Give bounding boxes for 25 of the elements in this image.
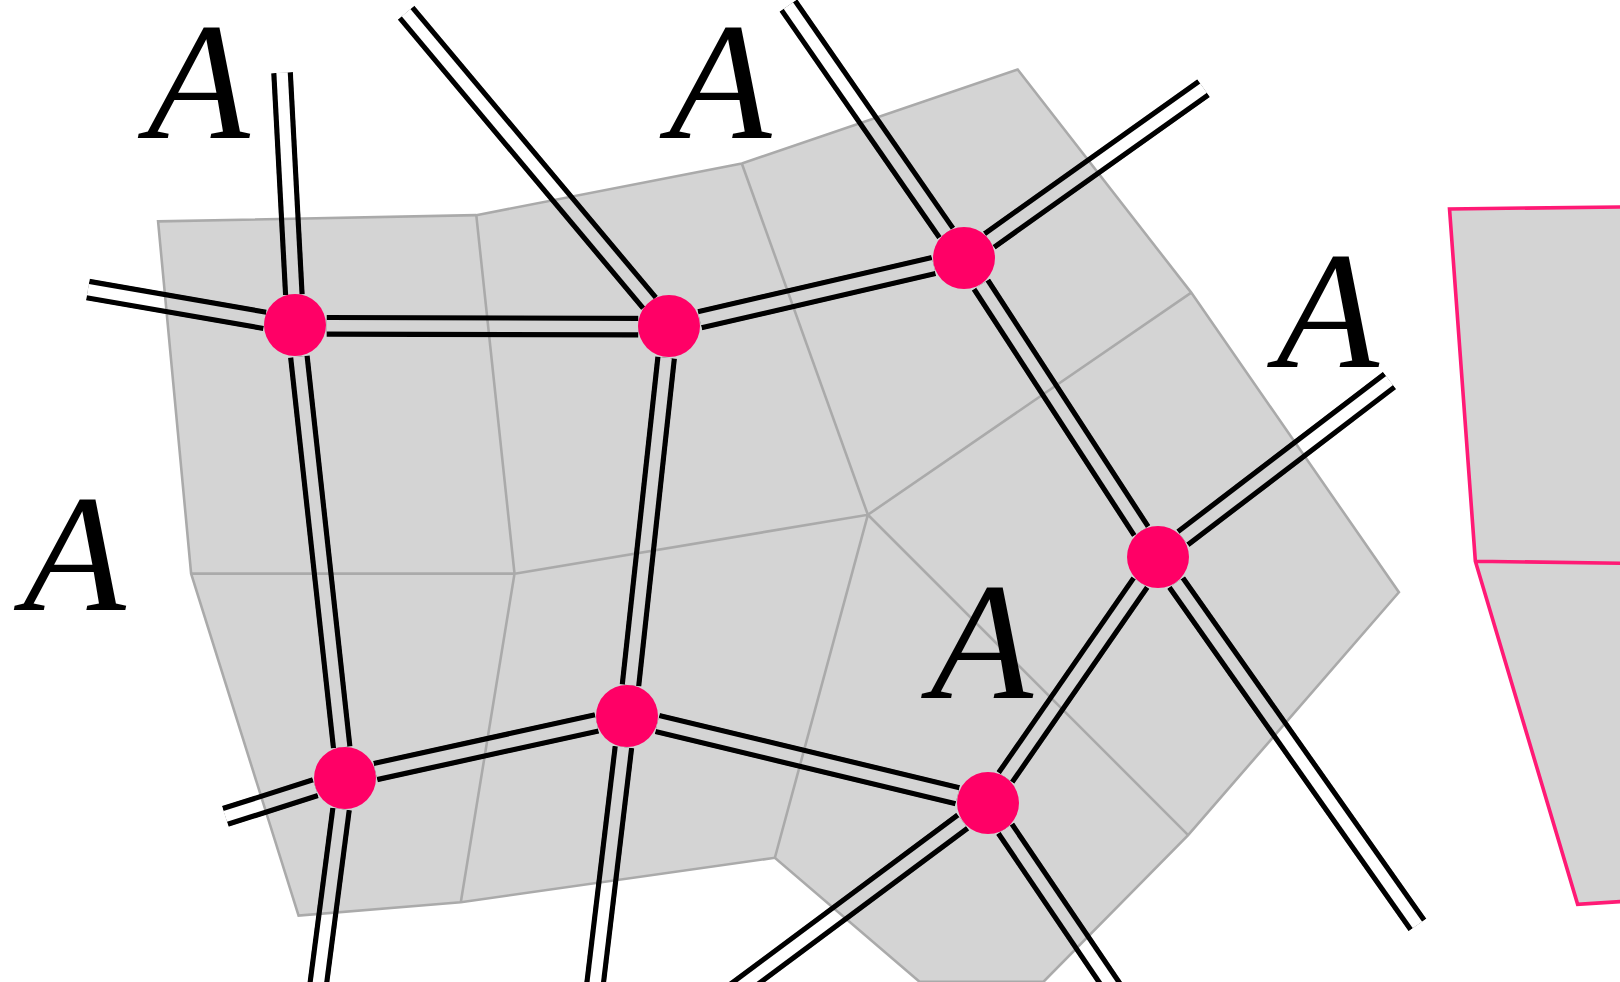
double-line-connector xyxy=(619,356,677,687)
double-line-connector xyxy=(1167,576,1427,932)
double-line-connector xyxy=(727,812,970,982)
double-line-connector xyxy=(654,712,961,807)
double-line-connector xyxy=(288,355,353,749)
double-line-connector xyxy=(373,712,600,783)
double-line-connector xyxy=(982,79,1210,250)
letter-label: A xyxy=(0,468,151,637)
letter-label: A xyxy=(121,0,275,165)
double-line-connector xyxy=(271,72,305,296)
double-line-connector xyxy=(85,278,267,332)
double-line-connector xyxy=(779,0,956,240)
double-line-connector xyxy=(583,745,635,982)
double-line-connector xyxy=(397,5,658,310)
letter-label: A xyxy=(643,0,797,165)
double-line-connector xyxy=(306,807,352,982)
double-line-connector xyxy=(697,254,937,331)
letter-label: A xyxy=(1251,225,1405,394)
double-line-connector xyxy=(996,576,1150,784)
double-line-connector xyxy=(221,777,319,827)
double-line-connector xyxy=(971,278,1151,538)
letter-label: A xyxy=(905,556,1058,725)
double-line-connector xyxy=(326,314,639,338)
double-line-connector xyxy=(1176,371,1397,547)
double-line-connector xyxy=(996,822,1125,982)
